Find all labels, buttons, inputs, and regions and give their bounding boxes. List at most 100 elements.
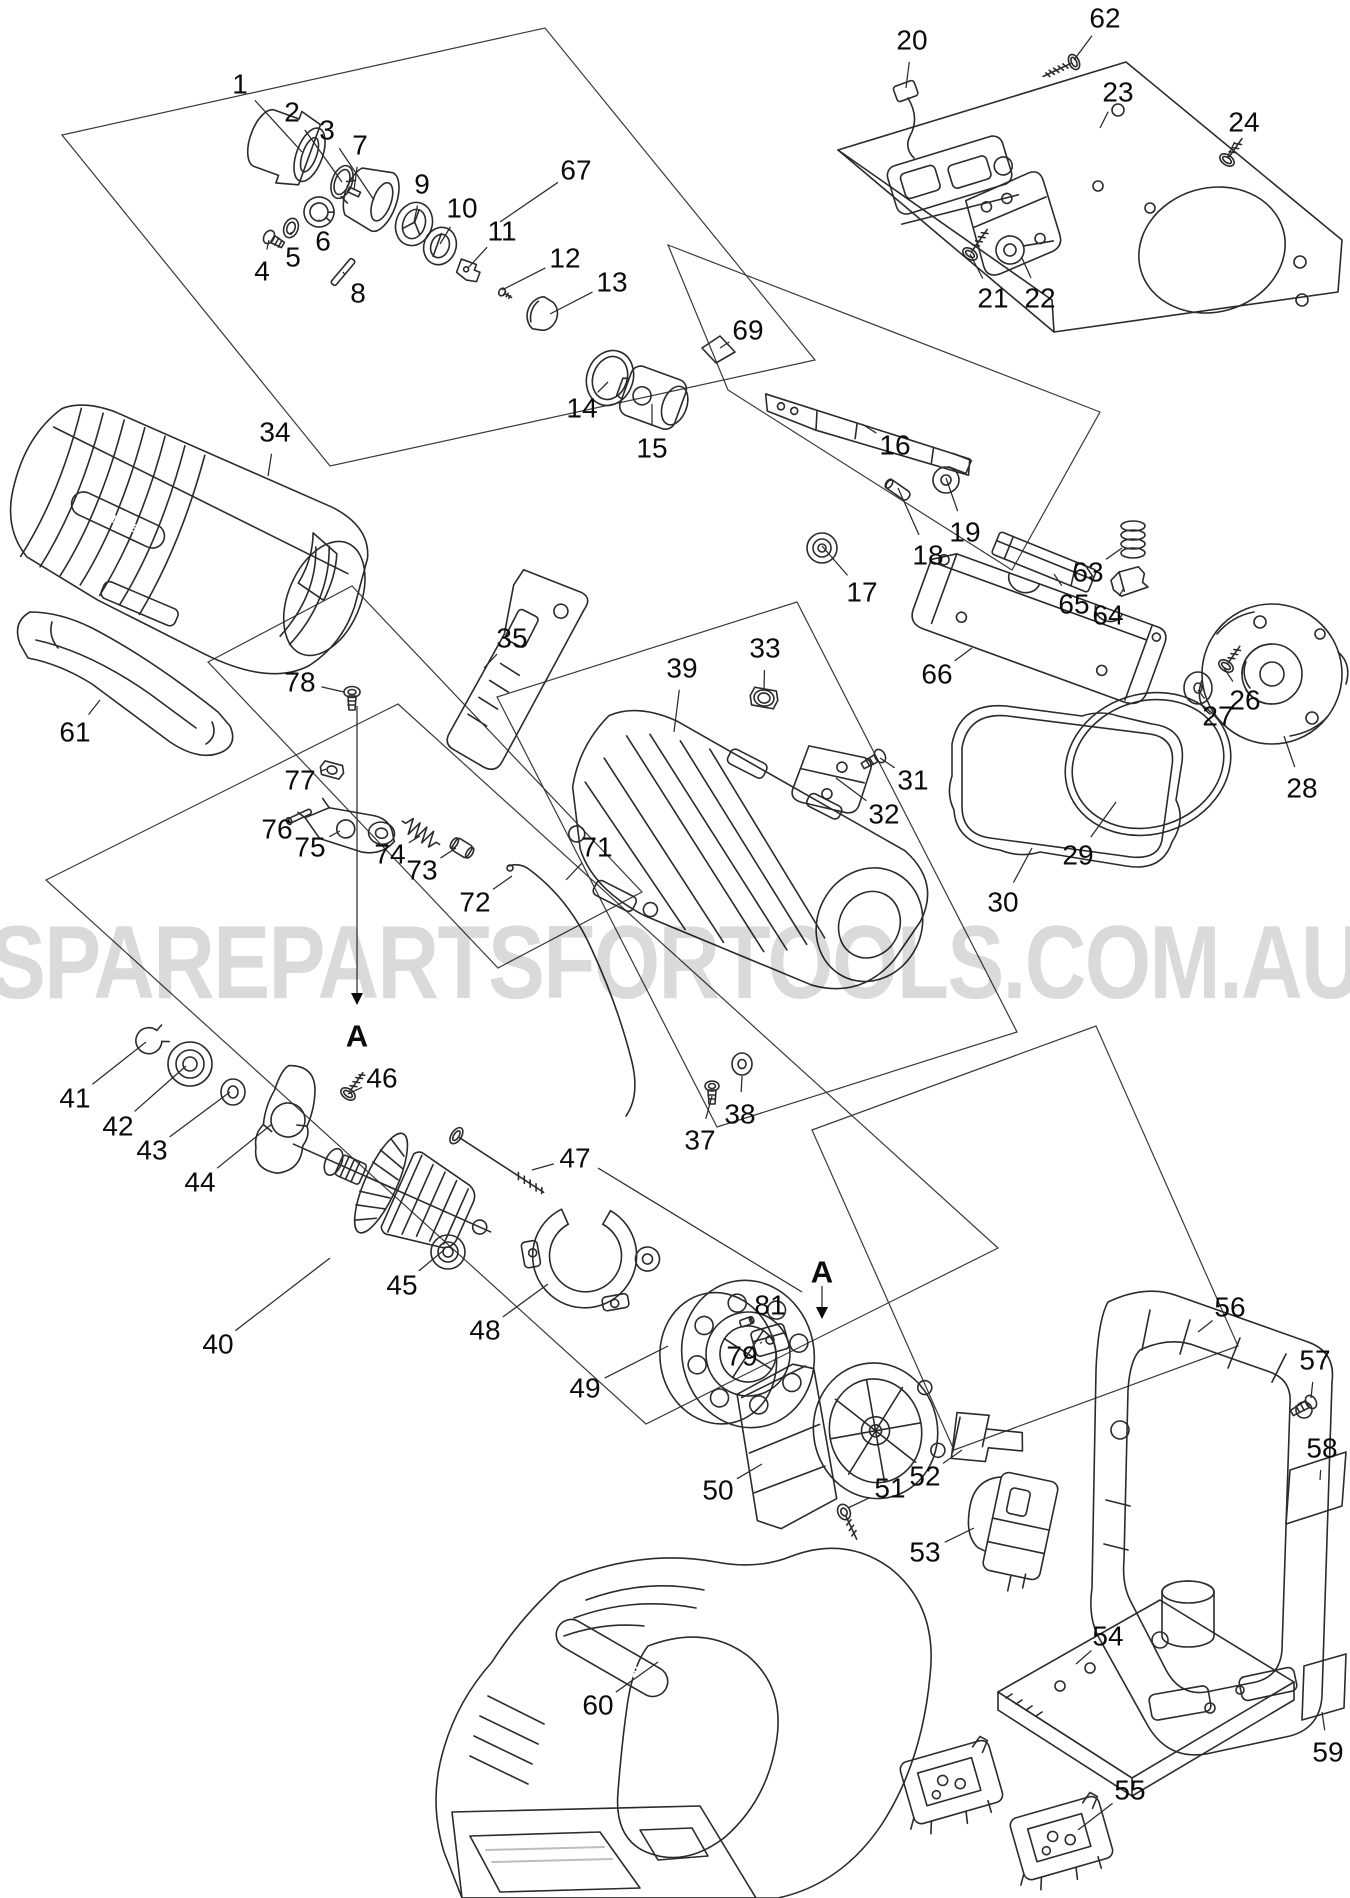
part-leader-30 [1012,847,1033,883]
part-sketch-9 [394,201,434,247]
part-leader-28 [1283,735,1296,768]
part-leader-23 [1099,111,1109,129]
part-leader-22 [1021,257,1032,279]
part-leader-60 [615,1661,659,1693]
part-sketch-55b [1009,1791,1114,1891]
part-label-50: 50 [702,1475,733,1506]
part-leader-13 [549,291,593,315]
part-sketch-21 [962,228,989,261]
makita-logo-front-text: Makita [93,502,142,537]
part-leader-81 [749,1317,753,1321]
part-sketch-79 [750,1322,790,1358]
part-sketch-62 [1042,53,1081,78]
part-leader-45 [418,1249,445,1272]
part-leader-32 [835,777,867,802]
part-leader-61 [88,699,101,716]
part-label-17: 17 [846,577,877,608]
part-leader-26 [1223,667,1234,682]
part-label-61: 61 [59,717,90,748]
part-label-45: 45 [386,1270,417,1301]
section-arrowhead-0 [351,993,363,1005]
part-sketch-74 [401,817,441,848]
part-label-57: 57 [1299,1345,1330,1376]
part-sketch-33 [749,686,779,710]
section-marker-label-0: A [346,1019,368,1054]
part-label-37: 37 [684,1125,715,1156]
part-label-32: 32 [868,799,899,830]
part-leader-67 [499,181,559,223]
part-sketch-75 [297,797,396,854]
part-leader-9 [413,205,419,223]
part-sketch-38 [731,1052,753,1076]
part-leader-44 [216,1123,273,1169]
part-label-22: 22 [1024,283,1055,314]
part-leader-24 [1226,141,1236,159]
part-leader-48 [502,1283,549,1318]
part-label-69: 69 [732,315,763,346]
part-leader-12 [501,267,546,291]
part-label-16: 16 [879,430,910,461]
part-sketch-48 [520,1208,661,1312]
watermark-text: SPAREPARTSFORTOOLS.COM.AU [0,905,1350,1021]
part-leader-63 [1105,547,1123,560]
part-leader-72 [492,875,513,890]
part-sketch-53 [967,1471,1059,1592]
part-sketch-30 [948,704,1184,868]
part-leader-79 [759,1341,763,1344]
part-leader-18 [897,487,920,536]
part-sketches: Makita [9,53,1349,1898]
part-label-64: 64 [1092,600,1123,631]
part-sketch-28 [1198,603,1349,745]
part-leader-10 [439,226,452,245]
part-label-71: 71 [581,832,612,863]
part-label-5: 5 [285,242,301,273]
part-sketch-16 [764,393,973,477]
part-sketch-45 [430,1234,466,1270]
part-label-40: 40 [202,1329,233,1360]
part-sketch-65 [991,531,1097,593]
part-sketch-43 [220,1078,246,1106]
part-label-51: 51 [874,1473,905,1504]
part-leader-16 [861,423,877,434]
part-label-11: 11 [487,216,516,247]
part-sketch-10 [422,226,458,266]
part-leader-38 [740,1075,743,1093]
part-label-47: 47 [559,1143,590,1174]
part-label-74: 74 [374,839,405,870]
part-leader-31 [879,757,896,769]
part-leader-69 [719,341,730,349]
part-label-14: 14 [566,393,597,424]
part-label-79: 79 [726,1341,757,1372]
part-leader-54 [1075,1650,1092,1665]
part-leader-39 [673,689,680,733]
part-sketch-69 [701,335,736,364]
part-label-2: 2 [284,97,300,128]
part-leader-14 [597,381,609,393]
part-leader-2 [304,129,343,183]
part-leader-40 [235,1257,331,1332]
part-leader-77 [320,768,327,773]
part-label-28: 28 [1286,773,1317,804]
part-label-41: 41 [59,1083,90,1114]
section-marker-label-1: A [811,1255,833,1290]
part-leader-21 [969,253,984,279]
part-sketch-24 [1219,137,1243,167]
part-sketch-55a [899,1735,1004,1835]
part-sketch-46 [340,1071,366,1101]
part-sketch-40 [292,1132,492,1249]
part-leader-73 [440,847,457,859]
assembly-boundaries [44,27,1239,1451]
part-label-26: 26 [1229,685,1260,716]
part-label-56: 56 [1214,1292,1245,1323]
part-leader-58 [1319,1469,1322,1481]
part-sketch-50 [736,1362,946,1530]
part-sketch-17 [806,532,838,564]
part-leader-74 [408,835,421,844]
part-leader-78 [321,686,345,693]
part-leader-7 [353,166,358,191]
part-label-52: 52 [909,1461,940,1492]
section-markers: AA [346,706,833,1319]
part-label-34: 34 [259,417,290,448]
